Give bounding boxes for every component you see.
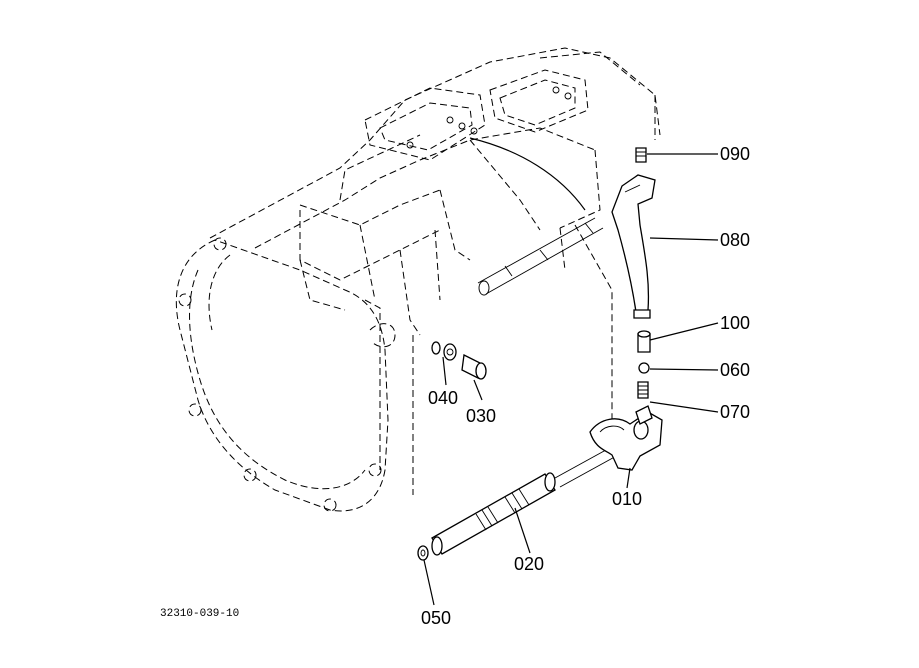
callout-100: 100 [720,313,750,333]
grease-nipple-part [635,147,647,163]
drawing-reference-code: 32310-039-10 [160,608,239,620]
detent-ball-part [638,362,650,374]
leader-lines [423,153,719,606]
callout-010: 010 [612,489,642,509]
shift-lever-part [611,174,656,319]
callout-050: 050 [421,608,451,628]
callout-060: 060 [720,360,750,380]
snap-ring-part [417,545,429,561]
plug-bolt-part [431,341,487,380]
callout-080: 080 [720,230,750,250]
shift-fork-shaft-part [431,444,621,556]
callout-020: 020 [514,554,544,574]
callout-070: 070 [720,402,750,422]
callout-030: 030 [466,406,496,426]
callout-labels: 090 080 100 060 070 010 020 040 030 050 [421,144,750,628]
pin-part [637,330,651,353]
shift-fork-part [589,405,663,471]
detent-spring-part [637,381,649,399]
transmission-housing [175,47,661,512]
callout-090: 090 [720,144,750,164]
callout-040: 040 [428,388,458,408]
